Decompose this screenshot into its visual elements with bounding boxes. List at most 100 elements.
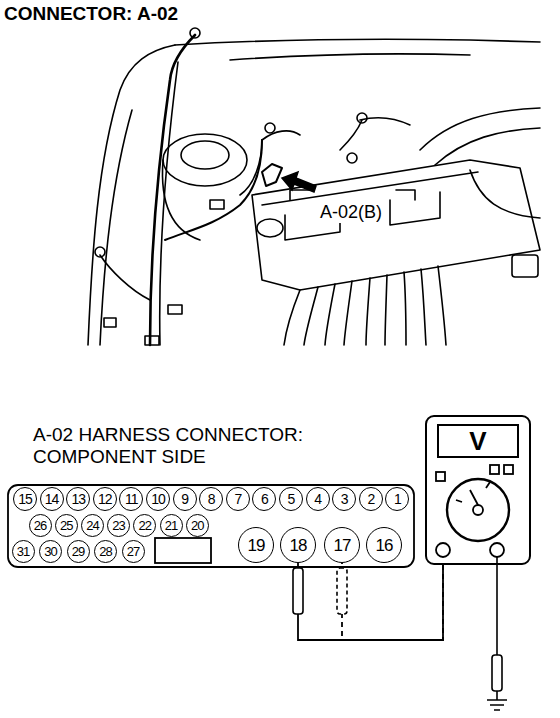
connector-pin: 17 <box>324 527 360 563</box>
meter-dial <box>473 505 483 515</box>
meter-button <box>436 472 445 481</box>
intake-runner <box>404 269 426 345</box>
pin-number: 30 <box>44 545 56 558</box>
pin-number: 16 <box>376 537 393 554</box>
connector-pin: 22 <box>133 514 156 537</box>
pin-number: 26 <box>34 519 46 532</box>
connector <box>168 305 182 314</box>
connector-pin: 6 <box>252 487 276 511</box>
pin-number: 5 <box>288 492 295 506</box>
intake-runner <box>325 281 352 345</box>
connector <box>210 200 224 209</box>
meter-button <box>504 465 513 474</box>
engine-block <box>262 172 478 205</box>
pin-number: 22 <box>139 519 151 532</box>
connector-title: CONNECTOR: A-02 <box>4 3 178 25</box>
cap <box>257 219 283 237</box>
ground-bolt <box>347 153 357 163</box>
connector-pin: 16 <box>366 527 402 563</box>
hose <box>435 128 540 165</box>
pin-number: 28 <box>99 545 111 558</box>
wiring-harness <box>150 35 195 345</box>
connector-pin: 13 <box>66 487 90 511</box>
ground-bolt <box>357 113 367 123</box>
pin-number: 25 <box>60 519 72 532</box>
intake-runner <box>438 266 446 345</box>
meter-button <box>490 465 499 474</box>
pin-number: 4 <box>314 492 321 506</box>
connector-a02b <box>262 164 282 186</box>
connector-pin: 31 <box>12 540 35 563</box>
connector-key <box>155 538 211 563</box>
meter-jack <box>436 543 450 557</box>
pin-number: 31 <box>17 545 29 558</box>
connector-pin: 15 <box>13 487 37 511</box>
ground-bolt <box>95 247 105 257</box>
engine-block <box>252 160 540 290</box>
connector-pin: 4 <box>306 487 330 511</box>
pin-number: 13 <box>71 492 85 506</box>
connector-pin: 3 <box>332 487 356 511</box>
intake-runner <box>284 287 318 345</box>
connector-pin: 2 <box>359 487 383 511</box>
pointer-arrow <box>282 172 316 192</box>
pin-number: 17 <box>334 537 351 554</box>
pin-number: 6 <box>261 492 268 506</box>
pin-number: 2 <box>367 492 374 506</box>
pin-number: 18 <box>290 537 307 554</box>
pin-number: 7 <box>234 492 241 506</box>
connector-pin: 26 <box>29 514 52 537</box>
connector-pin: 25 <box>55 514 78 537</box>
cowl-line <box>175 39 540 45</box>
connector-pin: 20 <box>186 514 209 537</box>
meter-dial <box>447 479 509 541</box>
ground-symbol <box>487 691 507 710</box>
strut-tower <box>162 160 200 240</box>
connector-pin: 18 <box>280 527 316 563</box>
meter-jack <box>490 543 504 557</box>
pin-number: 1 <box>394 492 401 506</box>
connector-pin: 30 <box>39 540 62 563</box>
pin-number: 20 <box>191 519 203 532</box>
fender-line <box>100 110 132 345</box>
pin-number: 3 <box>341 492 348 506</box>
connector <box>145 336 159 345</box>
strut-tower <box>163 134 247 186</box>
wiring-harness <box>165 140 262 240</box>
connector-pin: 12 <box>93 487 117 511</box>
pin-number: 15 <box>18 492 32 506</box>
connector-pin: 8 <box>199 487 223 511</box>
pin-number: 10 <box>151 492 165 506</box>
meter-display: V <box>437 424 519 458</box>
pin-number: 21 <box>165 519 177 532</box>
wiring-harness <box>340 120 362 150</box>
connector-pin: 24 <box>81 514 104 537</box>
wiring-harness <box>160 62 178 345</box>
pin-number: 19 <box>248 537 265 554</box>
probe-wire <box>342 563 443 640</box>
cowl-line <box>230 54 470 60</box>
connector-pin: 23 <box>107 514 130 537</box>
meter-dial <box>456 482 490 505</box>
pin-number: 29 <box>72 545 84 558</box>
connector-pin: 27 <box>122 540 145 563</box>
probe-wire <box>298 563 443 640</box>
ground-probe <box>492 655 502 691</box>
connector-heading: A-02 HARNESS CONNECTOR: COMPONENT SIDE <box>33 424 353 468</box>
connector <box>104 318 116 327</box>
connector-pin: 21 <box>160 514 183 537</box>
test-probe <box>293 568 303 614</box>
ground-bolt <box>190 28 200 38</box>
intake-runner <box>366 275 387 345</box>
connector-housing <box>8 485 414 567</box>
connector-pin: 7 <box>226 487 250 511</box>
ground-lead <box>496 557 498 655</box>
connector-pin: 28 <box>94 540 117 563</box>
pin-number: 12 <box>98 492 112 506</box>
pin-number: 23 <box>112 519 124 532</box>
wiring-harness <box>240 140 262 195</box>
pin-number: 9 <box>181 492 188 506</box>
